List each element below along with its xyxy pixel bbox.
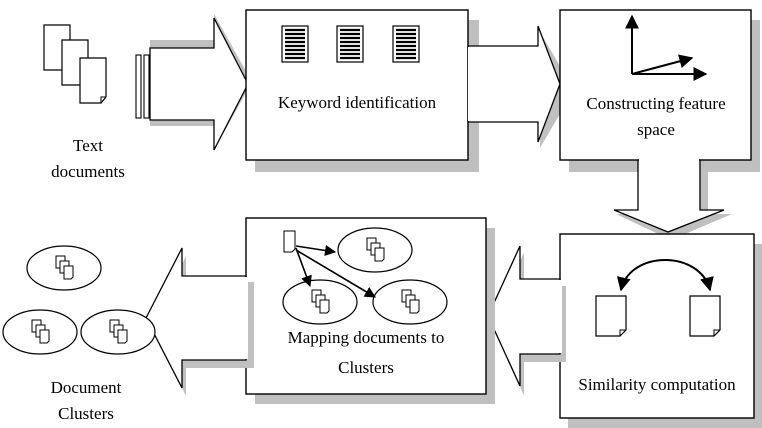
mapping-documents-box (245, 217, 495, 404)
mapping-line: Clusters (338, 358, 394, 377)
keyword-identification-box (245, 9, 479, 172)
cluster-icon (3, 310, 77, 354)
text-documents-line: Text (73, 136, 103, 155)
arrow-keyword-to-feature (467, 25, 574, 148)
cluster-icon (283, 280, 357, 324)
mapping-arrows-icon (295, 244, 376, 298)
arrow-similarity-to-mapping (487, 245, 566, 396)
document-clusters-label: Document Clusters (36, 375, 136, 427)
vector-axes-icon (625, 14, 708, 81)
cluster-icon (27, 246, 101, 290)
mapping-documents-label: Mapping documents to Clusters (250, 325, 482, 381)
compared-document-icon (689, 295, 721, 337)
feature-space-line: space (637, 120, 675, 139)
text-documents-line: documents (51, 162, 125, 181)
document-clusters-line: Clusters (58, 404, 114, 423)
document-clusters-icon (3, 246, 155, 354)
arrow-mapping-to-clusters (145, 247, 254, 396)
arrow-feature-to-similarity (613, 158, 732, 240)
mapping-line: Mapping documents to (287, 328, 445, 347)
similarity-computation-box (559, 233, 762, 428)
cluster-icon (373, 280, 447, 324)
similarity-computation-label: Similarity computation (578, 375, 736, 394)
keyword-document-icon (335, 24, 365, 64)
similarity-arrow-icon (616, 259, 714, 292)
cluster-icon (338, 228, 412, 272)
keyword-identification-label: Keyword identification (277, 93, 437, 112)
cluster-icon (81, 310, 155, 354)
keyword-document-icon (280, 24, 310, 64)
text-documents-label: Text documents (48, 133, 128, 185)
constructing-feature-space-box (559, 9, 760, 172)
document-clusters-line: Document (50, 378, 122, 397)
constructing-feature-space-label: Constructing feature space (566, 91, 746, 143)
keyword-document-icon (391, 24, 421, 64)
single-document-icon (283, 230, 296, 253)
compared-document-icon (595, 295, 627, 337)
feature-space-line: Constructing feature (586, 94, 726, 113)
input-arrow-icon (135, 14, 252, 151)
text-documents-icon (43, 24, 107, 104)
